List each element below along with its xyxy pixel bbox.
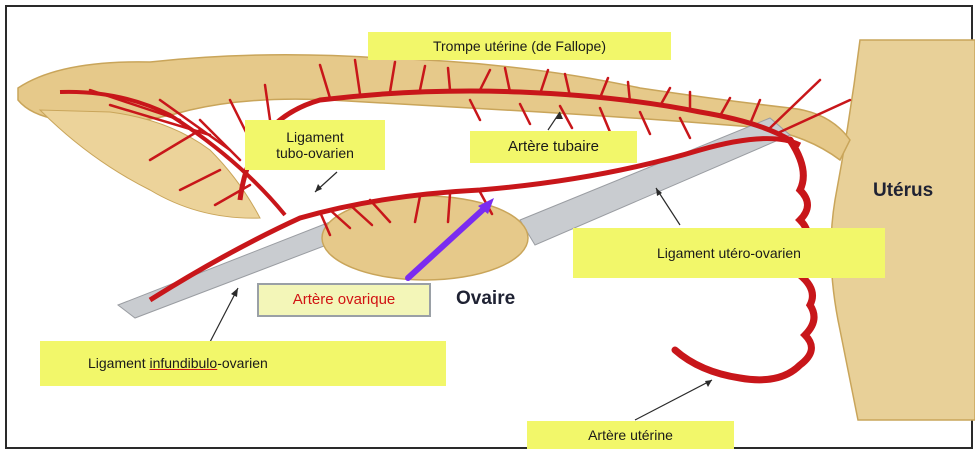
label-ligament-infundibulo: Ligament infundibulo-ovarien (40, 341, 446, 386)
label-artere-ovarique-text: Artère ovarique (293, 291, 396, 308)
infundibulum (40, 110, 260, 218)
label-ligament-utero: Ligament utéro-ovarien (573, 228, 885, 278)
label-ligament-infundibulo-pre: Ligament (88, 355, 149, 371)
label-artere-tubaire: Artère tubaire (470, 131, 637, 163)
label-ligament-infundibulo-mid: infundibulo (149, 355, 217, 371)
label-ligament-tubo: Ligament tubo-ovarien (245, 120, 385, 170)
label-trompe-text: Trompe utérine (de Fallope) (433, 38, 606, 54)
label-artere-uterine-text: Artère utérine (588, 427, 673, 443)
label-ovaire: Ovaire (456, 288, 515, 310)
label-ligament-infundibulo-post: -ovarien (217, 355, 268, 371)
label-ligament-tubo-line2: tubo-ovarien (276, 145, 354, 161)
label-trompe: Trompe utérine (de Fallope) (368, 32, 671, 60)
label-ovaire-text: Ovaire (456, 288, 515, 309)
label-ligament-tubo-line1: Ligament (286, 129, 344, 145)
label-artere-tubaire-text: Artère tubaire (508, 138, 599, 155)
label-ligament-utero-text: Ligament utéro-ovarien (657, 245, 801, 261)
label-artere-uterine: Artère utérine (527, 421, 734, 449)
label-artere-ovarique: Artère ovarique (257, 283, 431, 317)
label-uterus: Utérus (873, 180, 933, 202)
label-uterus-text: Utérus (873, 180, 933, 201)
